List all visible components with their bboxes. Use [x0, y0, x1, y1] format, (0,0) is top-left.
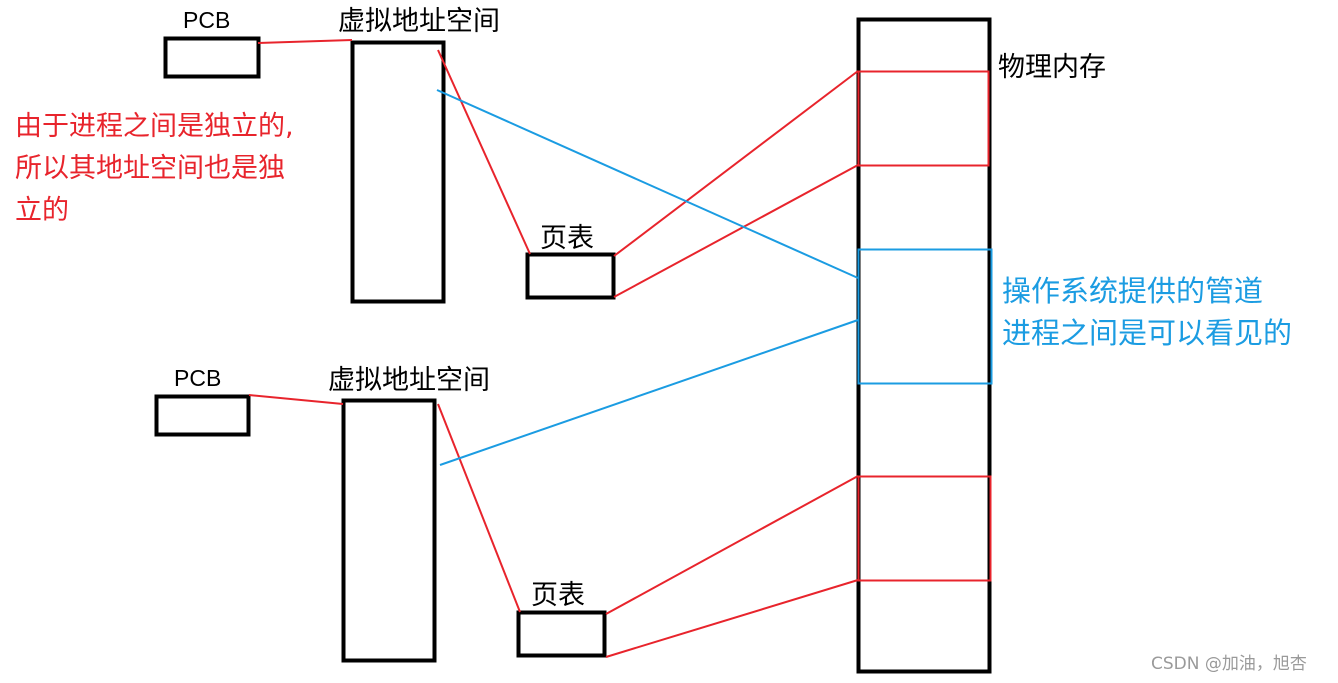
virtual-address-space-box-1	[350, 40, 446, 304]
physical-memory-box	[856, 17, 992, 674]
page-table-to-memory-line-1a	[613, 70, 859, 257]
memory-block-process1	[857, 70, 990, 167]
independence-note-line-1: 由于进程之间是独立的,	[15, 111, 294, 142]
page-table-to-memory-line-2b	[605, 579, 859, 658]
page-table-label-1: 页表	[540, 223, 594, 254]
virtual-address-space-label-1: 虚拟地址空间	[338, 6, 500, 37]
virtual-address-space-label-2: 虚拟地址空间	[328, 365, 490, 396]
pipe-line-process1	[436, 89, 859, 279]
pcb-to-vas-line-2	[248, 394, 344, 405]
watermark-text: CSDN @加油，旭杏	[1151, 654, 1307, 674]
pipe-line-process2	[439, 319, 859, 466]
vas-to-page-table-line-2	[437, 403, 521, 613]
independence-note-line-2: 所以其地址空间也是独	[15, 153, 285, 184]
page-table-box-1	[525, 252, 616, 300]
independence-note-line-3: 立的	[15, 195, 69, 226]
pcb-to-vas-line-1	[257, 39, 353, 44]
vas-to-page-table-line-1	[437, 49, 531, 255]
pipe-note-line-2: 进程之间是可以看见的	[1002, 316, 1293, 350]
memory-block-shared-pipe	[857, 248, 993, 385]
independence-note: 由于进程之间是独立的, 所以其地址空间也是独 立的	[15, 106, 294, 232]
pcb-label-2: PCB	[174, 365, 222, 391]
page-table-to-memory-line-2a	[605, 475, 859, 615]
pcb-box-1	[163, 36, 261, 79]
virtual-address-space-box-2	[341, 398, 437, 663]
memory-block-process2	[857, 475, 992, 582]
pcb-box-2	[154, 394, 251, 437]
pipe-note: 操作系统提供的管道 进程之间是可以看见的	[1002, 270, 1292, 354]
page-table-to-memory-line-1b	[613, 164, 859, 298]
physical-memory-label: 物理内存	[998, 52, 1106, 83]
page-table-box-2	[516, 610, 607, 658]
page-table-label-2: 页表	[531, 580, 585, 611]
pcb-label-1: PCB	[183, 7, 231, 33]
pipe-note-line-1: 操作系统提供的管道	[1002, 274, 1264, 308]
